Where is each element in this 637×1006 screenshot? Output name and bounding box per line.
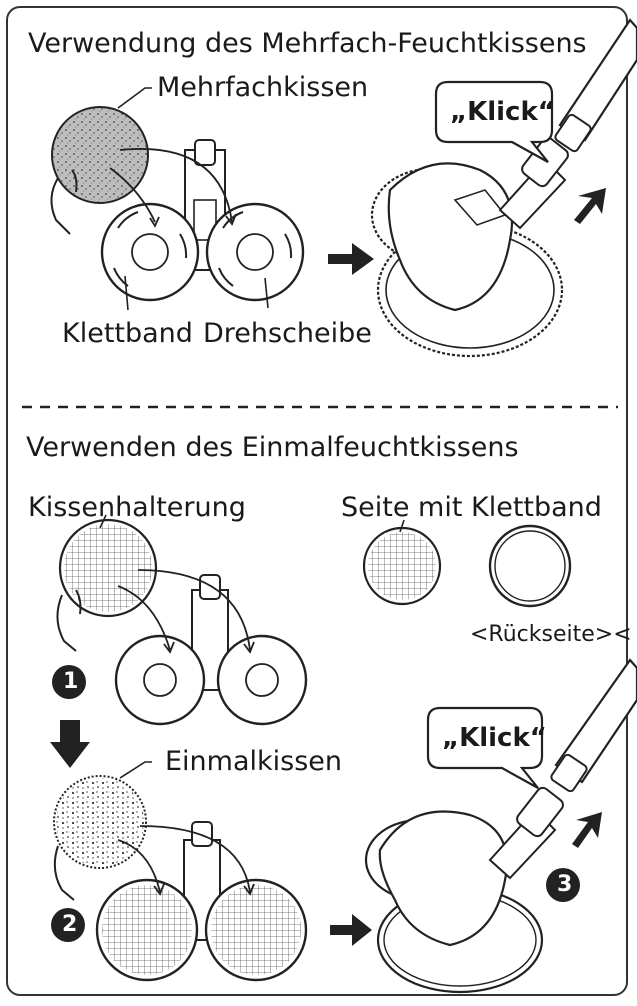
arrow-up-icon bbox=[572, 812, 602, 848]
mop-base-2 bbox=[114, 569, 308, 726]
manual-frame bbox=[6, 6, 628, 996]
mop-base-3 bbox=[95, 821, 308, 982]
section-2-title: Verwenden des Einmalfeuchtkissens bbox=[26, 432, 519, 463]
back-side-disc bbox=[488, 524, 572, 608]
back-side-label: <Rückseite>< bbox=[470, 622, 632, 647]
step-2-badge bbox=[51, 908, 85, 942]
mop-head-2 bbox=[364, 658, 637, 994]
velcro-side-disc bbox=[362, 519, 442, 606]
step-3-number: 3 bbox=[557, 872, 573, 897]
step-1-badge bbox=[52, 665, 86, 699]
velcro-side-label: Seite mit Klettband bbox=[341, 492, 602, 523]
arrow-right-icon bbox=[328, 243, 374, 275]
step-1-number: 1 bbox=[63, 669, 79, 694]
speech-bubble bbox=[426, 706, 544, 789]
arrow-up-icon bbox=[574, 188, 606, 224]
click-text: „Klick“ bbox=[450, 97, 555, 127]
pad-holder-illustration bbox=[56, 514, 158, 652]
step-2-number: 2 bbox=[62, 912, 78, 937]
multi-pad-label: Mehrfachkissen bbox=[157, 72, 369, 103]
pad-holder-label: Kissenhalterung bbox=[28, 492, 246, 523]
disposable-pad-illustration bbox=[53, 761, 152, 901]
arrow-down-icon bbox=[50, 720, 90, 768]
section-1-title: Verwendung des Mehrfach-Feuchtkissens bbox=[28, 28, 587, 59]
step-3-badge bbox=[546, 868, 580, 902]
click-text: „Klick“ bbox=[442, 723, 547, 753]
mop-head-1 bbox=[370, 18, 637, 358]
mop-base-1 bbox=[100, 139, 305, 311]
velcro-label: Klettband bbox=[62, 318, 193, 349]
speech-bubble bbox=[434, 80, 554, 163]
arrow-right-icon bbox=[330, 914, 372, 946]
disposable-pad-label: Einmalkissen bbox=[165, 746, 343, 777]
disc-label: Drehscheibe bbox=[203, 318, 372, 349]
